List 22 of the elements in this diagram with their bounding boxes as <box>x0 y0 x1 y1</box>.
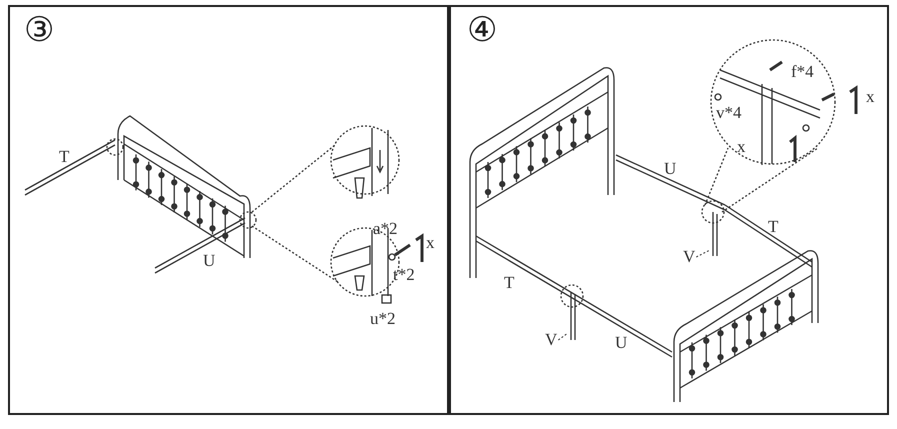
hardware-label: a*2 <box>373 220 398 238</box>
step-number: ③ <box>24 13 54 49</box>
part-letter: U <box>615 334 628 352</box>
part-letter: T <box>768 218 778 236</box>
part-letter: U <box>664 160 676 178</box>
hardware-label: f*4 <box>791 63 814 81</box>
step-number: ④ <box>467 13 497 49</box>
hardware-label: v*4 <box>716 104 742 122</box>
leader-line <box>558 332 568 340</box>
leader-line <box>696 250 710 258</box>
part-letter: T <box>504 274 514 292</box>
part-letter: U <box>203 252 216 270</box>
step-panel <box>8 5 449 415</box>
hardware-label: t*2 <box>393 266 415 284</box>
part-letter: V <box>683 248 696 266</box>
part-letter: T <box>59 148 70 166</box>
hardware-label: x <box>866 88 874 106</box>
hardware-label: x <box>426 234 434 252</box>
hardware-label: x <box>737 138 746 156</box>
step-panel <box>449 5 889 415</box>
part-letter: V <box>545 331 558 349</box>
hardware-label: u*2 <box>370 310 396 328</box>
